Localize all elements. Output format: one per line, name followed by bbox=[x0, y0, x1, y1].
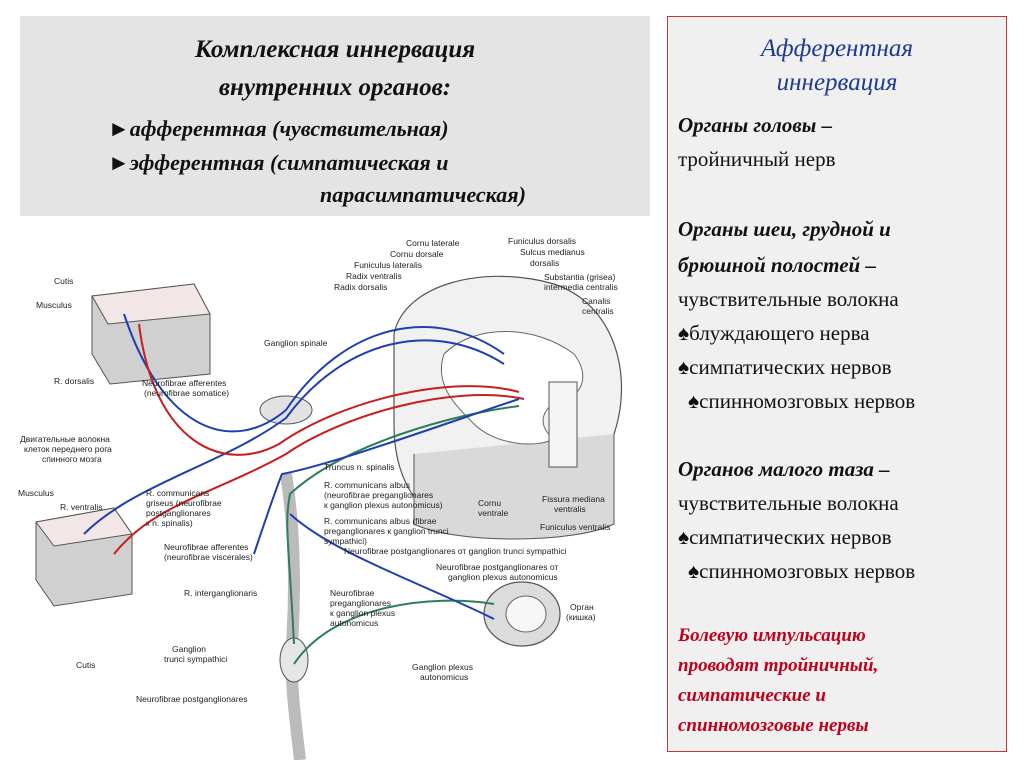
pelvis-organs-text-3: ♠спинномозговых нервов bbox=[688, 559, 916, 583]
head-organs-label: Органы головы – bbox=[678, 113, 833, 137]
label-dorsalis: dorsalis bbox=[530, 258, 559, 268]
label-funiculus-lateralis: Funiculus lateralis bbox=[354, 260, 422, 270]
label-canalis: Canalis bbox=[582, 296, 610, 306]
afferent-heading-1: Афферентная bbox=[760, 35, 914, 62]
innervation-diagram: Cutis Musculus R. dorsalis Двигательные … bbox=[14, 224, 654, 760]
title-line-2: внутренних органов: bbox=[218, 74, 452, 101]
label-r-comm-griseus-1: R. communicans bbox=[146, 488, 209, 498]
label-cornu-laterale: Cornu laterale bbox=[406, 238, 460, 248]
label-nf-aff-visc-2: (neurofibrae viscerales) bbox=[164, 552, 253, 562]
neck-organs-text-4: ♠спинномозговых нервов bbox=[688, 389, 916, 413]
pain-note-2: проводят тройничный, bbox=[678, 655, 879, 676]
label-cornu-dorsale: Cornu dorsale bbox=[390, 249, 444, 259]
label-r-comm-albus-3: к ganglion plexus autonomicus) bbox=[324, 500, 443, 510]
label-fissura-1: Fissura mediana bbox=[542, 494, 605, 504]
label-intermedia: intermedia centralis bbox=[544, 282, 618, 292]
ganglion-trunci-shape bbox=[279, 637, 309, 683]
afferent-info-panel: Афферентная иннервация Органы головы – т… bbox=[667, 16, 1007, 752]
neck-organs-text-1: чувствительные волокна bbox=[678, 287, 899, 311]
label-r-comm-griseus-3: postganglionares bbox=[146, 508, 211, 518]
neck-organs-label-1: Органы шеи, грудной и bbox=[678, 217, 891, 241]
label-ganglion-plexus-1: Ganglion plexus bbox=[412, 662, 473, 672]
label-radix-ventralis: Radix ventralis bbox=[346, 271, 402, 281]
bullet-afferent: ►афферентная (чувствительная) bbox=[108, 116, 449, 141]
bullet-efferent-cont: парасимпатическая) bbox=[320, 182, 526, 207]
label-r-dorsalis: R. dorsalis bbox=[54, 376, 94, 386]
label-nf-pregang-2: preganglionares bbox=[330, 598, 391, 608]
label-ganglion-plexus-2: autonomicus bbox=[420, 672, 468, 682]
title-line-1: Комплексная иннервация bbox=[194, 36, 476, 63]
label-sulcus-medianus: Sulcus medianus bbox=[520, 247, 585, 257]
label-nf-postgang-plexus-2: ganglion plexus autonomicus bbox=[448, 572, 558, 582]
pelvis-organs-text-2: ♠симпатических нервов bbox=[678, 525, 892, 549]
label-cornu-ventrale-1: Cornu bbox=[478, 498, 501, 508]
label-ganglion-trunci-1: Ganglion bbox=[172, 644, 206, 654]
label-r-comm-griseus-2: griseus (neurofibrae bbox=[146, 498, 222, 508]
label-r-comm-albus-fibrae-2: preganglionares к ganglion trunci bbox=[324, 526, 449, 536]
pain-note-4: спинномозговые нервы bbox=[678, 715, 869, 736]
label-nf-pregang-4: autonomicus bbox=[330, 618, 378, 628]
pain-note-3: симпатические и bbox=[678, 685, 826, 706]
label-funiculus-ventralis: Funiculus ventralis bbox=[540, 522, 610, 532]
label-r-comm-albus-fibrae-1: R. communicans albus (fibrae bbox=[324, 516, 437, 526]
label-nf-aff-visc-1: Neurofibrae afferentes bbox=[164, 542, 248, 552]
label-ganglion-trunci-2: trunci sympathici bbox=[164, 654, 227, 664]
label-nf-postgang-trunci: Neurofibrae postganglionares от ganglion… bbox=[344, 546, 567, 556]
label-r-comm-albus-fibrae-3: sympathici) bbox=[324, 536, 367, 546]
label-nf-pregang-3: к ganglion plexus bbox=[330, 608, 395, 618]
label-radix-dorsalis: Radix dorsalis bbox=[334, 282, 387, 292]
label-nf-pregang-1: Neurofibrae bbox=[330, 588, 375, 598]
label-r-comm-griseus-4: к n. spinalis) bbox=[146, 518, 193, 528]
spinal-cord-illustration bbox=[393, 275, 623, 540]
label-centralis: centralis bbox=[582, 306, 614, 316]
nerve-fibers bbox=[83, 313, 525, 665]
label-ganglion-spinale: Ganglion spinale bbox=[264, 338, 328, 348]
label-r-interganglionaris: R. interganglionaris bbox=[184, 588, 257, 598]
label-organ-2: (кишка) bbox=[566, 612, 596, 622]
pelvis-organs-text-1: чувствительные волокна bbox=[678, 491, 899, 515]
label-funiculus-dorsalis: Funiculus dorsalis bbox=[508, 236, 576, 246]
label-r-comm-albus-1: R. communicans albus bbox=[324, 480, 410, 490]
afferent-heading-2: иннервация bbox=[776, 69, 898, 96]
label-motor-2: клеток переднего рога bbox=[24, 444, 112, 454]
pain-note-1: Болевую импульсацию bbox=[678, 625, 866, 646]
neck-organs-text-2: ♠блуждающего нерва bbox=[678, 321, 870, 345]
organ-intestine bbox=[483, 581, 561, 647]
label-cornu-ventrale-2: ventrale bbox=[478, 508, 509, 518]
label-nf-postgang-plexus-1: Neurofibrae postganglionares от bbox=[436, 562, 558, 572]
bullet-efferent: ►эфферентная (симпатическая и bbox=[108, 150, 449, 175]
neck-organs-text-3: ♠симпатических нервов bbox=[678, 355, 892, 379]
label-musculus-top: Musculus bbox=[36, 300, 72, 310]
label-r-comm-albus-2: (neurofibrae preganglionares bbox=[324, 490, 433, 500]
label-fissura-2: ventralis bbox=[554, 504, 586, 514]
neck-organs-label-2: брюшной полостей – bbox=[678, 253, 876, 277]
label-substantia: Substantia (grisea) bbox=[544, 272, 616, 282]
label-cutis-top: Cutis bbox=[54, 276, 73, 286]
label-cutis-bottom: Cutis bbox=[76, 660, 95, 670]
label-nf-postgang-bottom: Neurofibrae postganglionares bbox=[136, 694, 248, 704]
label-motor-1: Двигательные волокна bbox=[20, 434, 110, 444]
label-nf-afferentes-1: Neurofibrae afferentes bbox=[142, 378, 226, 388]
sympathetic-trunk bbox=[280, 473, 306, 760]
label-truncus: Truncus n. spinalis bbox=[324, 462, 395, 472]
label-organ-1: Орган bbox=[570, 602, 594, 612]
head-organs-text: тройничный нерв bbox=[678, 147, 836, 171]
pelvis-organs-label: Органов малого таза – bbox=[678, 457, 890, 481]
label-r-ventralis: R. ventralis bbox=[60, 502, 103, 512]
skin-muscle-block-top bbox=[91, 283, 211, 385]
title-panel: Комплексная иннервация внутренних органо… bbox=[20, 16, 650, 216]
label-musculus-bottom: Musculus bbox=[18, 488, 54, 498]
label-motor-3: спинного мозга bbox=[42, 454, 102, 464]
skin-muscle-block-bottom bbox=[35, 507, 133, 607]
label-nf-afferentes-2: (neurofibrae somatice) bbox=[144, 388, 229, 398]
